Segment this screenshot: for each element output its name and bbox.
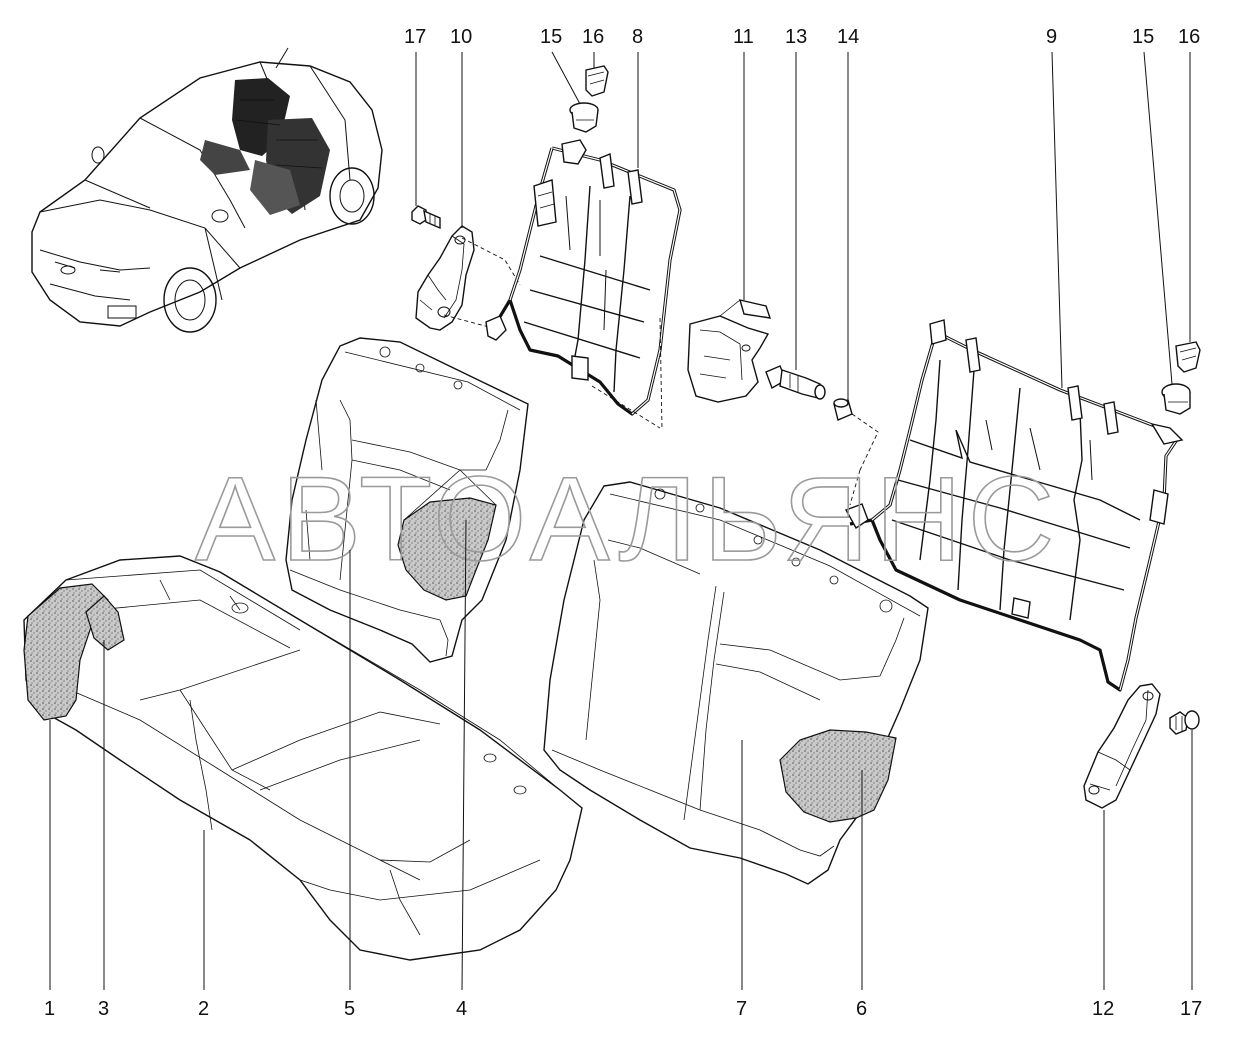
item-1-cushion-side-foam xyxy=(23,583,109,721)
item-12-hinge-bracket-right xyxy=(1083,683,1161,809)
item-10-hinge-bracket xyxy=(415,225,521,331)
watermark-text: АВТОАЛЬЯНС xyxy=(195,452,1060,586)
item-15-grommet-right xyxy=(1161,383,1191,415)
callout-12: 12 xyxy=(1092,998,1114,1020)
item-17-bolt-right xyxy=(1169,710,1200,735)
callout-6: 6 xyxy=(856,998,867,1020)
callout-8: 8 xyxy=(632,26,643,48)
callout-1: 1 xyxy=(44,998,55,1020)
callout-13: 13 xyxy=(785,26,807,48)
item-17-bolt-left xyxy=(411,205,441,230)
callout-15-top-left: 15 xyxy=(540,26,562,48)
callout-labels: 17 10 15 16 8 11 13 14 9 15 16 1 3 2 5 4… xyxy=(44,26,1202,1020)
callout-16-top-left: 16 xyxy=(582,26,604,48)
callout-17-top: 17 xyxy=(404,26,426,48)
item-4-backrest-foam-left xyxy=(397,469,497,601)
callout-11: 11 xyxy=(733,26,754,48)
item-13-hinge-pin xyxy=(765,365,826,400)
callout-3: 3 xyxy=(98,998,109,1020)
callout-16-top-right: 16 xyxy=(1178,26,1200,48)
callout-17-bottom: 17 xyxy=(1180,998,1202,1020)
callout-2: 2 xyxy=(198,998,209,1020)
item-16-clip-right xyxy=(1175,341,1201,373)
callout-5: 5 xyxy=(344,998,355,1020)
item-11-latch-bracket xyxy=(687,299,772,403)
vehicle-location-thumbnail xyxy=(31,47,383,333)
item-16-clip-top-left xyxy=(585,65,609,97)
callout-7: 7 xyxy=(736,998,747,1020)
callout-9: 9 xyxy=(1046,26,1057,48)
item-3-cushion-foam-insert xyxy=(85,595,125,651)
item-8-backrest-frame-left xyxy=(485,139,682,431)
item-14-bushing xyxy=(833,398,879,471)
item-6-backrest-foam-right xyxy=(779,729,897,823)
item-2-cushion-cover xyxy=(23,555,583,961)
callout-15-top-right: 15 xyxy=(1132,26,1154,48)
callout-14: 14 xyxy=(837,26,859,48)
leader-lines xyxy=(49,51,1193,991)
item-15-grommet-top-left xyxy=(569,102,599,133)
callout-10: 10 xyxy=(450,26,472,48)
item-9-backrest-frame-right xyxy=(844,319,1184,692)
callout-4: 4 xyxy=(456,998,467,1020)
